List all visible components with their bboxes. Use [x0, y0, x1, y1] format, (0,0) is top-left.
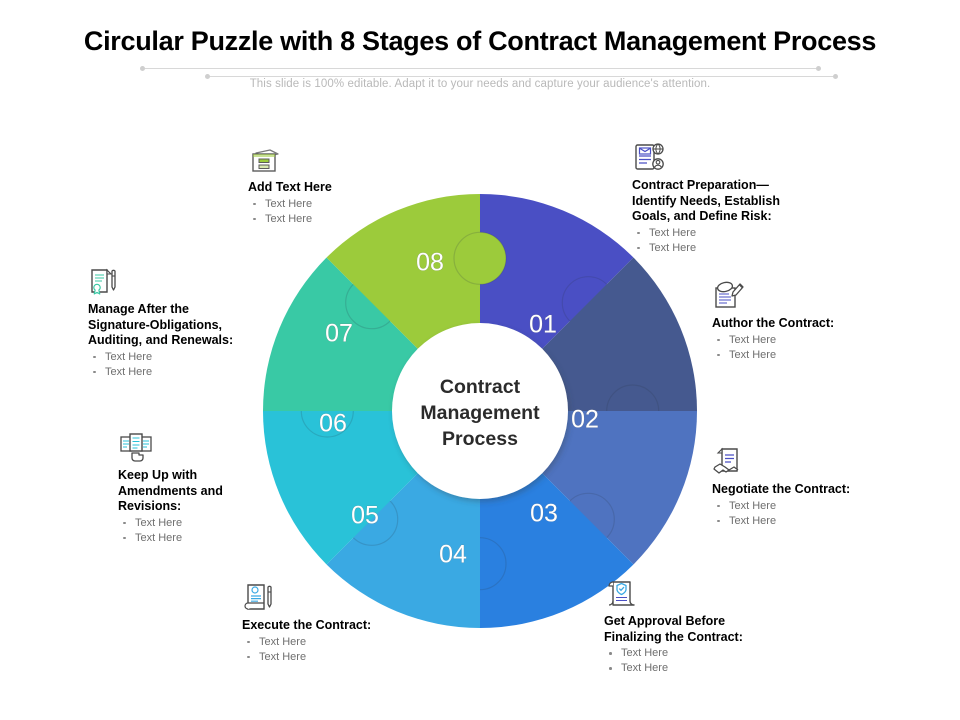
- heading-line: Get Approval Before: [604, 614, 726, 628]
- callout-author-the-contract[interactable]: Author the Contract: Text Here Text Here: [712, 280, 892, 363]
- list-item: Text Here: [88, 350, 273, 365]
- list-item: Text Here: [712, 499, 892, 514]
- list-item: Text Here: [604, 646, 794, 661]
- rule-dot-right-bottom: [833, 74, 838, 79]
- segment-label-05: 05: [351, 502, 379, 530]
- circular-puzzle-chart: 01 02 03 04 05 06 07 08 Contract Managem…: [240, 178, 720, 648]
- list-item: Text Here: [712, 348, 892, 363]
- callout-bullets: Text Here Text Here: [242, 635, 432, 665]
- certificate-shield-icon: [608, 581, 635, 606]
- list-item: Text Here: [118, 516, 293, 531]
- heading-line: Manage After the: [88, 302, 189, 316]
- decorative-rule-bottom: [208, 76, 836, 77]
- callout-heading: Contract Preparation— Identify Needs, Es…: [632, 178, 822, 225]
- document-pen-stamp-icon: [715, 281, 744, 308]
- callout-keep-up-amendments[interactable]: Keep Up with Amendments and Revisions: T…: [118, 432, 293, 546]
- segment-label-01: 01: [529, 311, 557, 339]
- handshake-document-icon: [713, 447, 739, 474]
- callout-heading: Manage After the Signature-Obligations, …: [88, 302, 273, 349]
- heading-line: Keep Up with: [118, 468, 198, 482]
- rule-dot-left-top: [140, 66, 145, 71]
- callout-bullets: Text Here Text Here: [604, 646, 794, 676]
- signature-seal-document-icon: [91, 268, 116, 295]
- callout-bullets: Text Here Text Here: [632, 226, 822, 256]
- decorative-rule-top: [143, 68, 819, 69]
- page-title: Circular Puzzle with 8 Stages of Contrac…: [83, 26, 877, 56]
- callout-heading: Negotiate the Contract:: [712, 482, 851, 496]
- callout-heading: Execute the Contract:: [242, 618, 372, 632]
- heading-line: Finalizing the Contract:: [604, 629, 743, 644]
- callout-bullets: Text Here Text Here: [248, 197, 423, 227]
- list-item: Text Here: [88, 365, 273, 380]
- list-item: Text Here: [632, 241, 822, 256]
- callout-bullets: Text Here Text Here: [712, 499, 892, 529]
- callout-contract-preparation[interactable]: Contract Preparation— Identify Needs, Es…: [632, 142, 822, 256]
- callout-get-approval[interactable]: Get Approval Before Finalizing the Contr…: [604, 578, 794, 676]
- segment-label-04: 04: [439, 541, 467, 569]
- segment-label-07: 07: [325, 320, 353, 348]
- list-item: Text Here: [712, 333, 892, 348]
- callout-bullets: Text Here Text Here: [118, 516, 293, 546]
- heading-line: Identify Needs, Establish: [632, 193, 780, 208]
- callout-add-text-here[interactable]: Add Text Here Text Here Text Here: [248, 144, 423, 227]
- wheel-hub: [392, 323, 568, 499]
- heading-line: Auditing, and Renewals:: [88, 333, 234, 347]
- list-item: Text Here: [248, 212, 423, 227]
- heading-line: Contract Preparation—: [632, 178, 769, 192]
- callout-heading: Author the Contract:: [712, 316, 835, 330]
- page-subtitle: This slide is 100% editable. Adapt it to…: [249, 78, 711, 90]
- archive-box-icon: [252, 149, 279, 172]
- segment-label-03: 03: [530, 500, 558, 528]
- callout-manage-after-signature[interactable]: Manage After the Signature-Obligations, …: [88, 268, 273, 380]
- callout-heading: Get Approval Before Finalizing the Contr…: [604, 614, 794, 645]
- heading-line: Revisions:: [118, 499, 182, 513]
- list-item: Text Here: [248, 197, 423, 212]
- callout-bullets: Text Here Text Here: [88, 350, 273, 380]
- list-item: Text Here: [242, 650, 432, 665]
- rule-dot-right-top: [816, 66, 821, 71]
- segment-08-knob-out: [453, 231, 507, 285]
- signed-document-pen-icon: [244, 584, 272, 610]
- rule-dot-left-bottom: [205, 74, 210, 79]
- heading-line: Signature-Obligations,: [88, 317, 223, 332]
- multi-document-hand-icon: [120, 433, 152, 462]
- segment-label-08: 08: [416, 249, 444, 277]
- segment-label-06: 06: [319, 410, 347, 438]
- heading-line: Amendments and: [118, 483, 223, 498]
- list-item: Text Here: [242, 635, 432, 650]
- list-item: Text Here: [118, 531, 293, 546]
- callout-negotiate-the-contract[interactable]: Negotiate the Contract: Text Here Text H…: [712, 446, 892, 529]
- callout-execute-the-contract[interactable]: Execute the Contract: Text Here Text Her…: [242, 582, 432, 665]
- heading-line: Goals, and Define Risk:: [632, 209, 772, 223]
- document-globe-user-icon: [635, 143, 664, 170]
- callout-heading: Keep Up with Amendments and Revisions:: [118, 468, 293, 515]
- list-item: Text Here: [712, 514, 892, 529]
- callout-heading: Add Text Here: [248, 180, 332, 194]
- list-item: Text Here: [632, 226, 822, 241]
- segment-label-02: 02: [571, 406, 599, 434]
- list-item: Text Here: [604, 661, 794, 676]
- callout-bullets: Text Here Text Here: [712, 333, 892, 363]
